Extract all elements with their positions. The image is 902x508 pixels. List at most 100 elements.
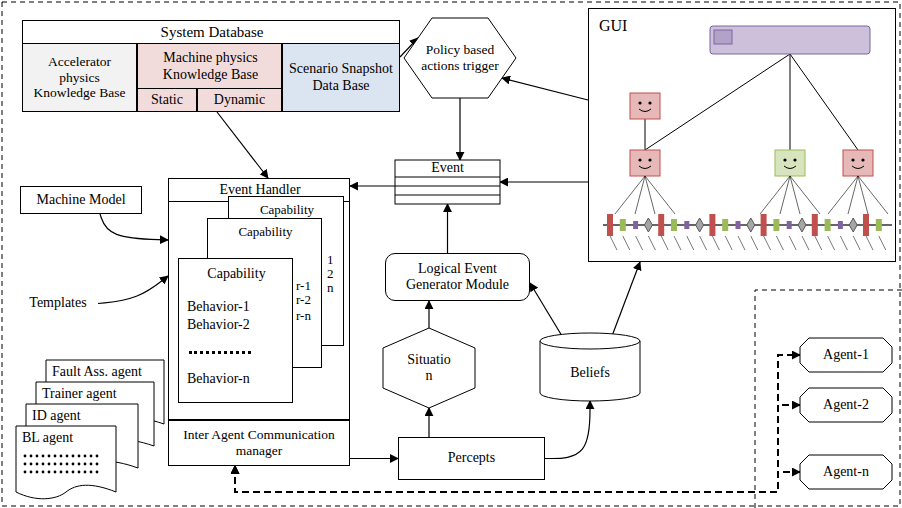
node-label: Inter Agent Communication manager	[173, 427, 345, 458]
output-tick	[623, 236, 630, 250]
database-group: System DatabaseAccelerator physics Knowl…	[22, 20, 400, 112]
text-slot: Templates	[18, 292, 98, 315]
text-slot: GUI	[599, 15, 659, 37]
flow-arrow	[350, 185, 395, 186]
text-slot: Behavior-1	[187, 299, 291, 315]
flow-arrow	[459, 98, 460, 160]
cylinder-body	[540, 341, 640, 401]
dynamic-store: Dynamic	[197, 88, 282, 112]
node-label: Capability	[260, 203, 314, 218]
beamline-element	[709, 214, 715, 236]
text-slot: Situatio n	[405, 346, 453, 390]
flow-arrow	[428, 408, 429, 437]
dot-row	[72, 471, 75, 474]
dot-row	[54, 455, 57, 458]
output-tick	[840, 236, 847, 250]
knowledge-base: Machine physics Knowledge BaseStaticDyna…	[137, 43, 282, 112]
situation-hexagon: Situatio n	[383, 328, 475, 408]
flow-arrow	[428, 301, 429, 328]
agent-face	[638, 101, 651, 111]
flow-arrow	[545, 401, 590, 459]
node-label: Agent-n	[823, 464, 869, 480]
beamline-element	[798, 218, 806, 232]
node-label: Trainer agent	[42, 386, 117, 402]
text-slot: Percepts	[399, 438, 544, 479]
dot-row	[96, 471, 99, 474]
text-slot: Accelerator physics Knowledge Base	[23, 44, 136, 111]
output-tick	[674, 236, 681, 250]
fan-line	[790, 176, 820, 214]
text-slot: Static	[138, 89, 196, 111]
output-tick	[815, 236, 822, 250]
node-label: Accelerator physics Knowledge Base	[27, 54, 132, 101]
dot-row	[54, 471, 57, 474]
text-slot: ID agent	[32, 407, 136, 425]
ellipsis-dots	[189, 351, 251, 354]
dot-row	[66, 471, 69, 474]
node-label: Percepts	[448, 450, 495, 466]
beamline-element	[658, 214, 664, 236]
flow-arrow	[612, 262, 640, 336]
fan-line	[858, 176, 888, 214]
flow-arrow	[217, 112, 268, 178]
snapshot-database: Scenario Snapshot Data Base	[282, 43, 400, 112]
dot-row	[42, 471, 45, 474]
output-tick	[687, 236, 694, 250]
communication-manager: Inter Agent Communication manager	[168, 420, 350, 466]
hexagon-outline	[404, 18, 516, 98]
agent-icon	[714, 30, 732, 44]
node-label: r-2	[296, 293, 311, 308]
agent-octagon: Agent-1	[800, 338, 892, 372]
fan-line	[645, 176, 655, 214]
dot-row	[78, 463, 81, 466]
generator-module: Logical Event Generator Module	[385, 253, 530, 301]
node-label: Agent-1	[823, 347, 869, 363]
static-store: Static	[137, 88, 197, 112]
queue-row	[395, 186, 500, 187]
agent-face	[851, 158, 864, 168]
node-label: 2	[327, 267, 334, 282]
agent-face	[783, 158, 796, 168]
output-tick	[712, 236, 719, 250]
node-label: Dynamic	[214, 92, 265, 108]
dot-row	[90, 463, 93, 466]
dot-row	[30, 455, 33, 458]
beamline-element	[747, 218, 755, 232]
dot-row	[84, 463, 87, 466]
capability-card: CapabilityBehavior-1Behavior-2Behavior-n	[178, 258, 293, 403]
knowledge-base: Accelerator physics Knowledge Base	[22, 43, 137, 112]
text-slot: Capability	[208, 223, 323, 241]
dot-row	[66, 463, 69, 466]
beamline-element	[722, 219, 728, 231]
text-slot: Agent-n	[800, 455, 892, 489]
text-slot: Scenario Snapshot Data Base	[283, 44, 399, 111]
text-slot: Capability	[229, 201, 345, 219]
dot-row	[30, 463, 33, 466]
tree-line	[645, 54, 790, 150]
dot-row	[36, 455, 39, 458]
agent-icon	[775, 150, 805, 176]
node-label: GUI	[599, 17, 627, 35]
text-slot: r-n	[296, 309, 322, 323]
fan-line	[848, 176, 858, 214]
dot-row	[66, 455, 69, 458]
beamline-element	[671, 219, 677, 231]
beamline-element	[838, 221, 843, 229]
output-tick	[661, 236, 668, 250]
text-slot: Trainer agent	[42, 385, 152, 403]
node-label: Behavior-n	[187, 371, 250, 387]
node-label: Behavior-1	[187, 299, 250, 315]
dot-row	[72, 455, 75, 458]
queue-row	[395, 195, 500, 196]
output-tick	[636, 236, 643, 250]
fan-line	[780, 176, 790, 214]
output-tick	[802, 236, 809, 250]
tree-line	[645, 119, 646, 150]
beamline-element	[736, 221, 741, 229]
beliefs-store: Beliefs	[540, 333, 640, 401]
text-slot: Beliefs	[540, 353, 640, 393]
dot-row	[60, 455, 63, 458]
templates-heading: Templates	[18, 292, 98, 315]
flow-arrow	[500, 181, 588, 182]
